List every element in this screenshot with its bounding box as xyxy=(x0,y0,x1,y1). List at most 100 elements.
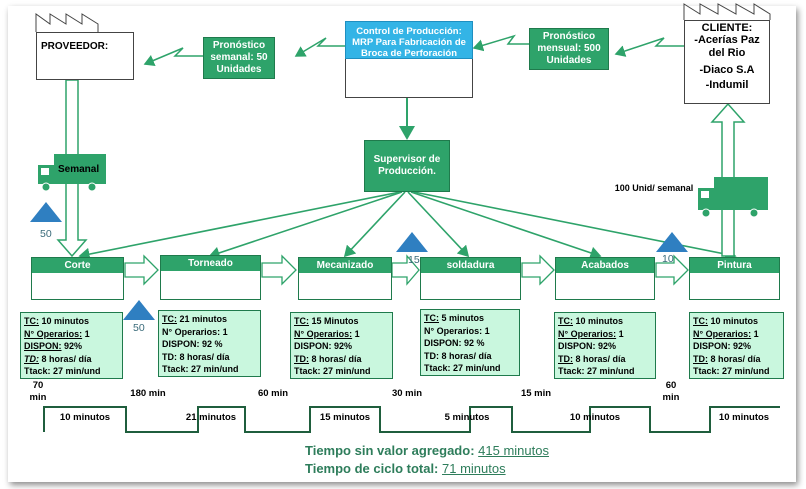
monthly-forecast-label: Pronóstico mensual: 500 Unidades xyxy=(537,31,601,66)
data-box-soldadura: TC: 5 minutos N° Operarios: 1 DISPON: 92… xyxy=(420,309,520,376)
process-name: Pintura xyxy=(690,258,779,273)
cycle-time-label: 10 minutos xyxy=(718,412,770,423)
customer-line: -Acerías Paz del Rio xyxy=(694,34,760,59)
data-row: TC: 5 minutos xyxy=(424,313,485,323)
data-row: TC: 21 minutos xyxy=(162,314,228,324)
supervisor-box: Supervisor de Producción. xyxy=(364,140,450,192)
wait-time-label: 180 min xyxy=(130,388,166,399)
data-box-corte: TC: 10 minutos N° Operarios: 1 DISPON: 9… xyxy=(20,312,123,379)
data-row: DISPON: 92 % xyxy=(424,338,485,349)
process-name: Torneado xyxy=(161,256,260,271)
customer-factory-roof xyxy=(683,3,771,20)
outbound-truck-icon xyxy=(698,177,768,218)
weekly-forecast-box: Pronóstico semanal: 50 Unidades xyxy=(203,37,275,79)
inventory-triangle-icon xyxy=(123,300,155,320)
data-row: TC: 10 minutos xyxy=(24,316,90,326)
data-row: N° Operarios: 1 xyxy=(24,328,90,339)
data-row: Ttack: 27 min/und xyxy=(294,366,371,377)
data-row: DISPON: 92% xyxy=(693,341,752,352)
data-box-pintura: TC: 10 minutos N° Operarios: 1 DISPON: 9… xyxy=(689,312,784,379)
cycle-time-label: 15 minutos xyxy=(319,412,371,423)
inventory-triangle-icon xyxy=(656,232,688,252)
info-arrow-customer-to-forecast xyxy=(614,37,684,57)
data-row: Ttack: 27 min/und xyxy=(424,363,501,374)
data-row: TD: 8 horas/ día xyxy=(294,353,362,364)
production-control-box: Control de Producción: MRP Para Fabricac… xyxy=(345,21,473,59)
production-control-body xyxy=(345,59,473,98)
process-box-corte: Corte xyxy=(31,257,124,300)
timeline-ladder xyxy=(43,406,780,433)
data-row: Ttack: 27 min/und xyxy=(24,366,101,377)
process-box-acabados: Acabados xyxy=(555,257,655,300)
data-box-torneado: TC: 21 minutos N° Operarios: 1 DISPON: 9… xyxy=(158,310,261,377)
wait-time-label: 70 min xyxy=(29,380,47,403)
process-name: Acabados xyxy=(556,258,654,273)
inventory-triangle-icon xyxy=(30,202,62,222)
summary-label: Tiempo sin valor agregado: xyxy=(305,443,475,458)
data-row: N° Operarios: 1 xyxy=(424,325,490,336)
supervisor-label: Supervisor de Producción. xyxy=(373,154,441,177)
supplier-label: PROVEEDOR: xyxy=(41,41,109,52)
cycle-time-label: 21 minutos xyxy=(185,412,237,423)
summary-label: Tiempo de ciclo total: xyxy=(305,461,439,476)
inventory-count: 15 xyxy=(408,254,420,266)
push-arrows xyxy=(124,254,689,286)
data-row: DISPON: 92 % xyxy=(162,339,223,350)
data-row: TD: 8 horas/ día xyxy=(24,353,92,364)
supplier-box: PROVEEDOR: xyxy=(36,32,134,80)
data-row: N° Operarios: 1 xyxy=(558,328,624,339)
wait-time-label: 30 min xyxy=(391,388,423,399)
process-box-torneado: Torneado xyxy=(160,255,261,300)
data-row: TD: 8 horas/ día xyxy=(162,351,230,362)
cycle-time-label: 10 minutos xyxy=(569,412,621,423)
data-row: Ttack: 27 min/und xyxy=(162,364,239,375)
process-box-mecanizado: Mecanizado xyxy=(298,257,392,300)
data-row: Ttack: 27 min/und xyxy=(558,366,635,377)
data-row: TD: 8 horas/ día xyxy=(424,350,492,361)
customer-line: -Indumil xyxy=(705,79,749,91)
wait-time-label: 60 min xyxy=(257,388,289,399)
customer-title: CLIENTE: xyxy=(701,22,753,34)
summary-value: 415 minutos xyxy=(478,443,549,458)
inventory-count: 50 xyxy=(133,322,145,334)
process-name: Mecanizado xyxy=(299,258,391,273)
info-arrow-forecast-to-supplier xyxy=(143,47,203,67)
monthly-forecast-box: Pronóstico mensual: 500 Unidades xyxy=(529,28,609,70)
data-row: Ttack: 27 min/und xyxy=(693,366,770,377)
process-name: soldadura xyxy=(421,258,520,273)
process-box-pintura: Pintura xyxy=(689,257,780,300)
wait-time-label: 15 min xyxy=(520,388,552,399)
outbound-shipment-label: 100 Unid/ semanal xyxy=(614,183,694,193)
data-row: N° Operarios: 1 xyxy=(693,328,759,339)
data-row: TC: 10 minutos xyxy=(558,316,624,326)
data-box-mecanizado: TC: 15 Minutos N° Operarios: 1 DISPON: 9… xyxy=(290,312,393,379)
data-row: TC: 10 minutos xyxy=(693,316,759,326)
customer-line: -Diaco S.A xyxy=(699,64,755,76)
inventory-count: 10 xyxy=(662,253,674,265)
data-row: DISPON: 92% xyxy=(24,341,83,352)
info-arrow-forecast-to-control xyxy=(472,34,529,52)
cycle-time-label: 5 minutos xyxy=(444,412,490,423)
wait-time-label: 60 min xyxy=(662,380,680,403)
data-row: TC: 15 Minutos xyxy=(294,316,359,326)
inbound-truck-icon xyxy=(38,154,106,192)
process-name: Corte xyxy=(32,258,123,273)
data-row: TD: 8 horas/ día xyxy=(693,353,761,364)
data-row: DISPON: 92% xyxy=(294,341,353,352)
data-box-acabados: TC: 10 minutos N° Operarios: 1 DISPON: 9… xyxy=(554,312,656,379)
non-value-added-summary: Tiempo sin valor agregado: 415 minutos xyxy=(305,443,549,458)
total-cycle-time-summary: Tiempo de ciclo total: 71 minutos xyxy=(305,461,506,476)
data-row: TD: 8 horas/ día xyxy=(558,353,626,364)
info-arrow-control-to-forecast xyxy=(294,37,345,57)
process-box-soldadura: soldadura xyxy=(420,257,521,300)
cycle-time-label: 10 minutos xyxy=(59,412,111,423)
weekly-forecast-label: Pronóstico semanal: 50 Unidades xyxy=(210,40,268,75)
data-row: N° Operarios: 1 xyxy=(162,326,228,337)
inventory-triangle-icon xyxy=(396,232,428,252)
data-row: DISPON: 92% xyxy=(558,341,617,352)
summary-value: 71 minutos xyxy=(442,461,506,476)
data-row: N° Operarios: 1 xyxy=(294,328,360,339)
customer-box: CLIENTE: -Acerías Paz del Rio -Diaco S.A… xyxy=(684,20,770,104)
inventory-count: 50 xyxy=(40,228,52,240)
